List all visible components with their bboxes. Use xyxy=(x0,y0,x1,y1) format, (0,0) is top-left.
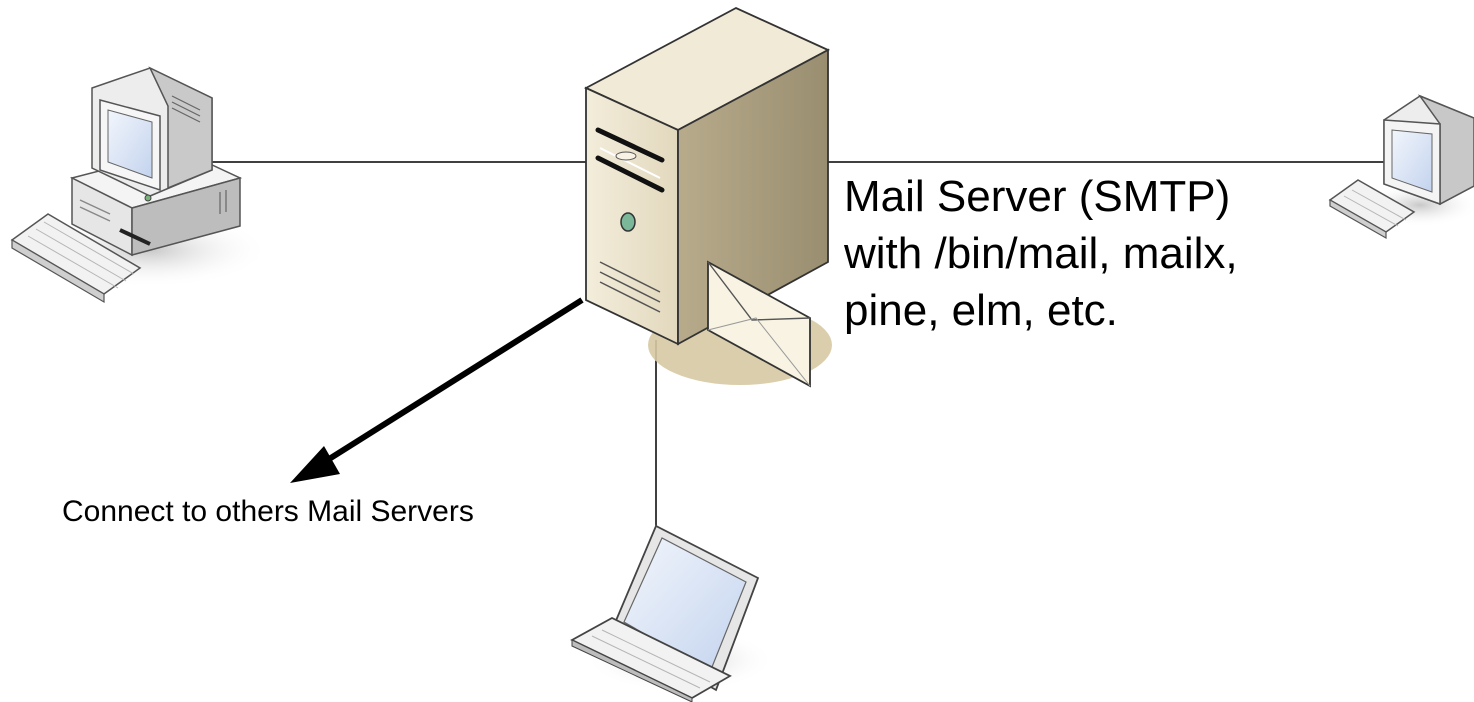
connect-label: Connect to others Mail Servers xyxy=(62,495,474,528)
small-computer-icon xyxy=(1328,94,1474,240)
server-label-line-1: Mail Server (SMTP) xyxy=(844,172,1231,221)
arrow-icon xyxy=(290,297,584,483)
server-label-line-2: with /bin/mail, mailx, xyxy=(844,229,1238,278)
desktop-computer-icon xyxy=(10,66,270,304)
server-label-line-3: pine, elm, etc. xyxy=(844,286,1118,335)
envelope-icon xyxy=(707,260,811,388)
server-label: Mail Server (SMTP) with /bin/mail, mailx… xyxy=(844,168,1238,339)
connector-lines xyxy=(210,161,1384,528)
laptop-icon xyxy=(570,524,775,702)
